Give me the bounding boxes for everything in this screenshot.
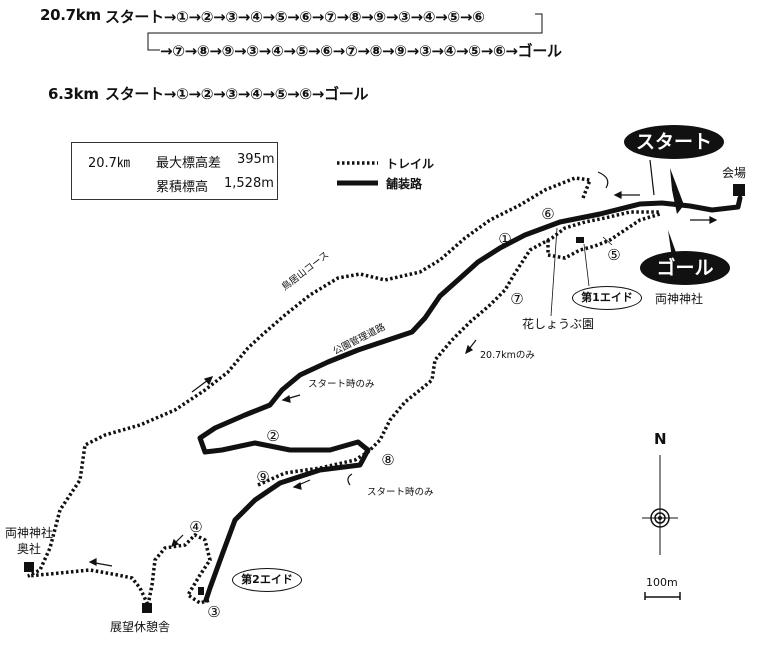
iris-leader	[550, 227, 558, 317]
checkpoint-2: ②	[266, 427, 279, 445]
north-arrow	[642, 455, 678, 555]
aid2-label: 第2エイド	[232, 568, 302, 592]
aid2-marker	[198, 587, 204, 595]
start-pointer-line	[649, 159, 655, 196]
aid1-marker	[576, 237, 584, 243]
start-pointer	[670, 168, 684, 214]
paved-road	[197, 195, 743, 603]
info-cum-elev-label: 累積標高	[156, 180, 209, 195]
shrine-label: 両神神社	[655, 292, 704, 306]
scale-label: 100m	[646, 576, 678, 589]
iris-garden-label: 花しょうぶ園	[522, 317, 595, 331]
info-cum-elev-value: 1,528m	[224, 176, 274, 191]
checkpoint-7: ⑦	[510, 290, 523, 308]
start-only-label-1: スタート時のみ	[308, 379, 375, 390]
venue-marker	[733, 184, 745, 196]
checkpoint-4: ④	[189, 518, 202, 536]
legend-trail-label: トレイル	[386, 157, 435, 171]
trail-torii-course	[27, 176, 593, 606]
aid1-label: 第1エイド	[572, 286, 642, 310]
checkpoint-5: ⑤	[607, 246, 620, 264]
observatory-marker	[142, 603, 152, 613]
short-route-distance: 6.3km	[48, 85, 99, 103]
trail-lower-loop	[146, 532, 212, 606]
short-route-line: スタート→①→②→③→④→⑤→⑥→ゴール	[105, 85, 369, 103]
start-only-label-2: スタート時のみ	[367, 487, 434, 498]
legend-paved-label: 舗装路	[386, 177, 423, 191]
arrow-curve-top	[597, 171, 609, 189]
inner-shrine-marker	[24, 562, 34, 572]
start-label: スタート	[624, 125, 724, 159]
cp5-leader	[602, 236, 613, 246]
venue-label: 会場	[722, 166, 747, 180]
checkpoint-8: ⑧	[381, 451, 394, 469]
route-bracket	[147, 13, 543, 51]
trail-iris-loop	[546, 212, 661, 260]
scale-bar	[644, 592, 681, 600]
checkpoint-6: ⑥	[541, 205, 554, 223]
long-route-line1: スタート→①→②→③→④→⑤→⑥→⑦→⑧→⑨→③→④→⑤→⑥	[105, 8, 485, 26]
checkpoint-1: ①	[498, 230, 511, 248]
aid1-leader	[583, 243, 590, 287]
arrow-start-only-2	[347, 473, 353, 486]
info-max-elev-value: 395m	[237, 152, 275, 167]
checkpoint-3: ③	[207, 603, 220, 621]
info-max-elev-label: 最大標高差	[156, 156, 222, 171]
observatory-label: 展望休憩舎	[110, 620, 171, 634]
long-route-line2: →⑦→⑧→⑨→③→④→⑤→⑥→⑦→⑧→⑨→③→④→⑤→⑥→ゴール	[160, 42, 562, 60]
goal-label: ゴール	[640, 251, 730, 285]
info-distance: 20.7㎞	[88, 156, 130, 171]
course-info-box: 20.7㎞ 最大標高差 395m 累積標高 1,528m	[71, 142, 278, 200]
only-207-label: 20.7kmのみ	[480, 350, 535, 361]
inner-shrine-label: 両神神社 奥社	[5, 526, 54, 556]
checkpoint-9: ⑨	[256, 468, 269, 486]
trail-return	[257, 210, 660, 487]
north-label: N	[654, 430, 667, 448]
long-route-distance: 20.7km	[40, 6, 101, 24]
